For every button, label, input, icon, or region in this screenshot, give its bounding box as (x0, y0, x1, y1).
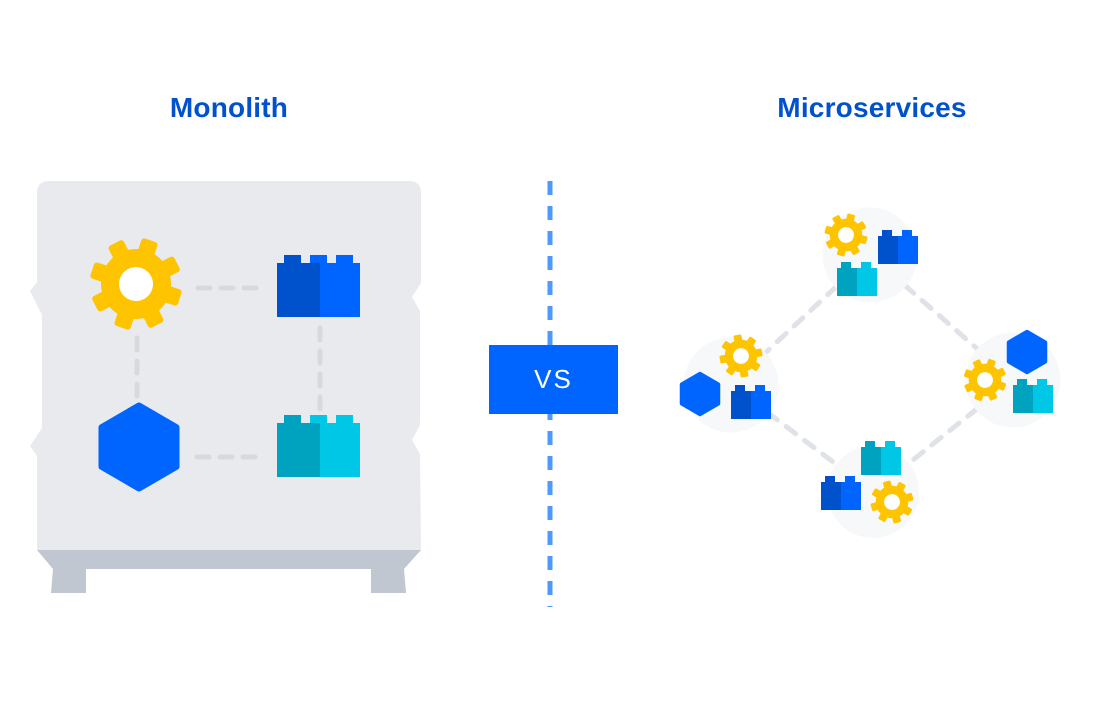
hexagon-icon (102, 406, 176, 488)
blue-brick-icon (277, 255, 360, 317)
monolith-body (30, 181, 421, 550)
monolith-title: Monolith (169, 92, 289, 123)
cyan-brick-icon (277, 415, 360, 477)
hexagon-icon (679, 371, 721, 417)
microservices-illustration (679, 207, 1061, 538)
service-node-right (957, 329, 1061, 428)
vs-badge: VS (489, 345, 618, 414)
monolith-illustration (30, 181, 421, 593)
cyan-brick-icon (861, 441, 901, 475)
service-node-left (679, 331, 779, 433)
vs-badge-label: VS (534, 364, 573, 394)
microservices-title: Microservices (777, 92, 967, 123)
monolith-base (37, 550, 421, 593)
service-node-top (819, 207, 918, 303)
service-node-bottom (821, 441, 922, 538)
hexagon-icon (1006, 329, 1048, 375)
